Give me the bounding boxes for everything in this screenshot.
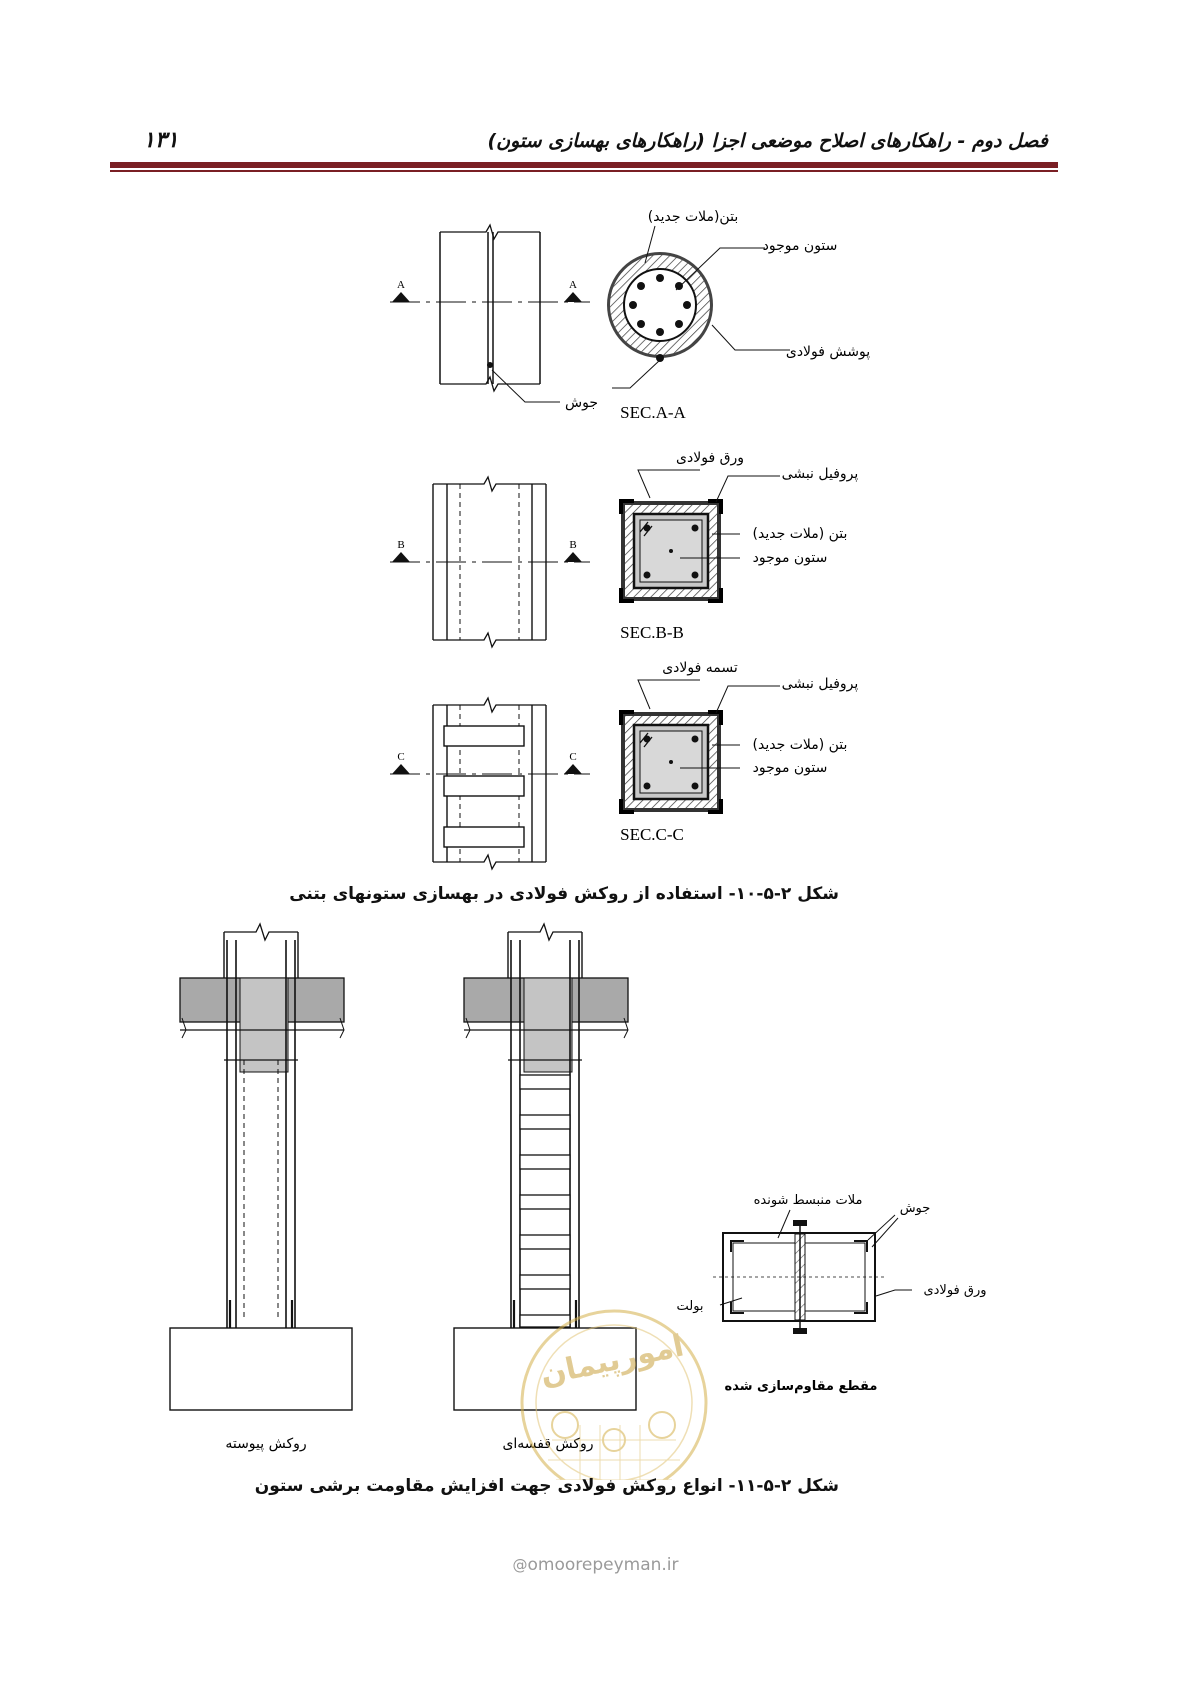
- section-a-circular: بتن(ملات جدید) ستون موجود پوشش فولادی SE…: [607, 209, 870, 422]
- section-arrow-c-right: [564, 764, 582, 774]
- caption-sec-a: SEC.A-A: [620, 403, 686, 422]
- label-steel-cover: پوشش فولادی: [786, 344, 870, 360]
- label-bolt: بولت: [676, 1299, 703, 1314]
- label-steel-plate-b: ورق فولادی: [676, 450, 744, 466]
- page-number: ۱۳۱: [143, 128, 179, 153]
- figure-steel-jacket-sections: A A جوش بتن(ملات جدید) ستون موجود پوشش ف…: [390, 209, 870, 871]
- label-steel-strap-c: تسمه فولادی: [662, 660, 738, 676]
- label-weld: جوش: [565, 395, 598, 411]
- label-concrete-new-mortar-a: بتن(ملات جدید): [648, 209, 738, 225]
- label-concrete-new-mortar-b: بتن (ملات جدید): [753, 526, 848, 542]
- section-arrow-b-left: [392, 552, 410, 562]
- retrofitted-section-detail: ملات منبسط شونده جوش ورق فولادی بولت مقط…: [676, 1193, 986, 1394]
- steel-strap: [443, 725, 525, 747]
- section-marker-a-right: A: [569, 279, 577, 291]
- label-weld-detail: جوش: [900, 1201, 931, 1216]
- steel-strap: [443, 775, 525, 797]
- section-marker-c-right: C: [569, 751, 576, 763]
- label-existing-column-a: ستون موجود: [763, 238, 838, 254]
- elevation-a: A A جوش: [390, 223, 598, 411]
- label-existing-column-c: ستون موجود: [753, 760, 828, 776]
- label-angle-profile-c: پروفیل نبشی: [782, 676, 859, 692]
- section-b-square: ورق فولادی پروفیل نبشی بتن (ملات جدید) س…: [619, 450, 859, 642]
- section-arrow-a-right: [564, 292, 582, 302]
- elevation-c: C C: [390, 696, 590, 871]
- chapter-title: فصل دوم - راهکارهای اصلاح موضعی اجزا (را…: [487, 130, 1048, 152]
- label-retrofitted-section: مقطع مقاوم‌سازی شده: [725, 1379, 878, 1394]
- section-marker-b-left: B: [397, 539, 404, 551]
- label-concrete-new-mortar-c: بتن (ملات جدید): [753, 737, 848, 753]
- header-rule-thin: [110, 170, 1058, 172]
- section-marker-c-left: C: [397, 751, 404, 763]
- watermark-site-text: omoorepeyman.ir: [527, 1555, 679, 1575]
- watermark-at-icon: @: [512, 1556, 528, 1574]
- watermark-site: @omoorepeyman.ir: [0, 1555, 1191, 1575]
- label-continuous-jacket: روکش پیوسته: [225, 1436, 306, 1452]
- label-existing-column-b: ستون موجود: [753, 550, 828, 566]
- caption-sec-b: SEC.B-B: [620, 623, 684, 642]
- section-c-square: تسمه فولادی پروفیل نبشی بتن (ملات جدید) …: [619, 660, 859, 844]
- header-rule-thick: [110, 162, 1058, 168]
- section-arrow-b-right: [564, 552, 582, 562]
- label-angle-profile-b: پروفیل نبشی: [782, 466, 859, 482]
- label-expansive-mortar: ملات منبسط شونده: [754, 1193, 863, 1208]
- elevation-b: B B: [390, 475, 590, 649]
- caption-sec-c: SEC.C-C: [620, 825, 684, 844]
- section-arrow-a-left: [392, 292, 410, 302]
- figure-10-caption: شکل ۲-۵-۱۰- استفاده از روکش فولادی در به…: [289, 884, 839, 904]
- section-marker-b-right: B: [569, 539, 576, 551]
- section-marker-a-left: A: [397, 279, 405, 291]
- figure-11-caption: شکل ۲-۵-۱۱- انواع روکش فولادی جهت افزایش…: [254, 1476, 839, 1496]
- label-steel-plate-detail: ورق فولادی: [923, 1283, 986, 1298]
- figure-jacket-types: روکش پیوسته روکش قفسه‌ای: [169, 922, 987, 1480]
- steel-strap: [443, 826, 525, 848]
- section-arrow-c-left: [392, 764, 410, 774]
- continuous-jacket-drawing: روکش پیوسته: [169, 922, 353, 1452]
